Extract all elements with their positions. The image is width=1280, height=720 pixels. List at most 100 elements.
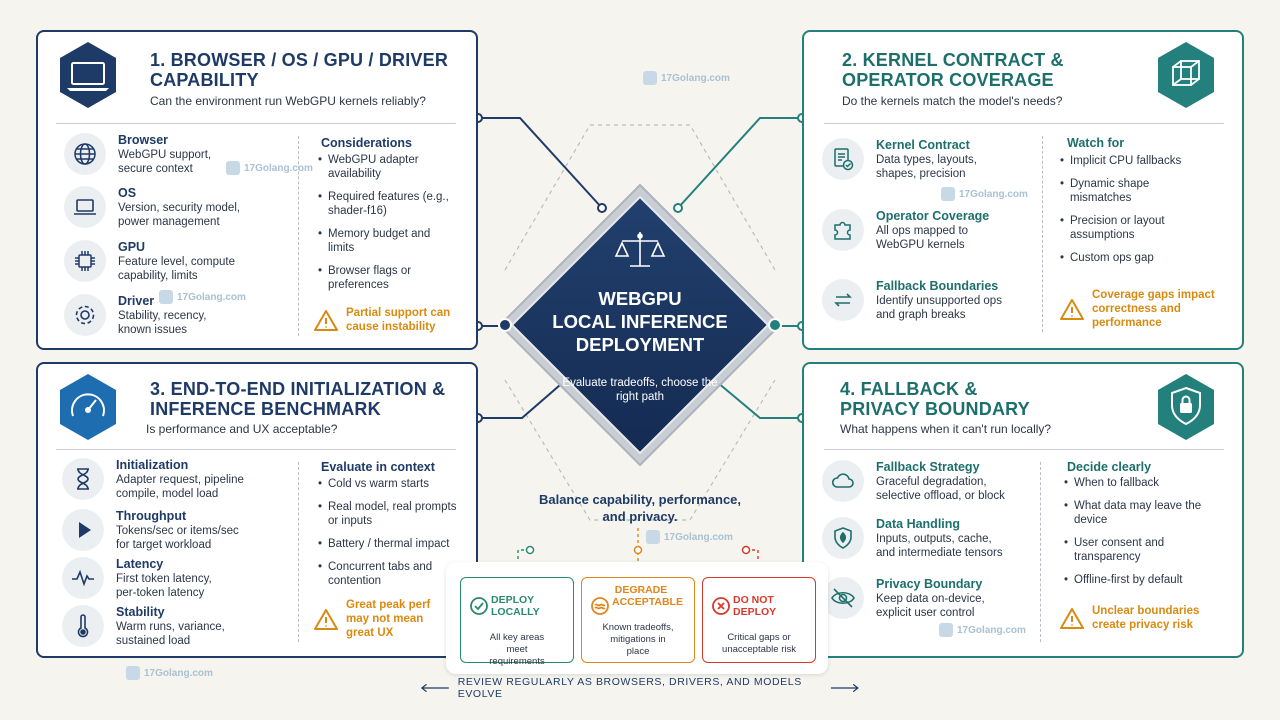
watermark-logo-icon [939,623,953,637]
list-item: Custom ops gap [1060,251,1210,265]
decision-deploy-locally: DEPLOY LOCALLY All key areas meet requir… [460,577,574,667]
list-item: Browser flags or preferences [318,264,458,292]
decide-heading: Decide clearly [1067,460,1152,474]
item-text: Data types, layouts, shapes, precision [876,154,977,180]
panel-privacy-title: 4. FALLBACK & PRIVACY BOUNDARY [840,379,1030,419]
watch-for-heading: Watch for [1067,136,1125,150]
pulse-icon [62,557,104,599]
considerations-list: WebGPU adapter availability Required fea… [318,153,458,301]
x-circle-icon [712,597,730,615]
list-item: Implicit CPU fallbacks [1060,154,1210,168]
list-item: When to fallback [1064,476,1204,490]
center-subtitle: Evaluate tradeoffs, choose the right pat… [562,377,718,403]
item-text: First token latency, per-token latency [116,573,212,599]
watermark: 17Golang.com [646,530,733,544]
arrow-right-icon [831,683,860,693]
list-item: Required features (e.g., shader-f16) [318,190,458,218]
warning-text: Coverage gaps impact correctness and per… [1092,289,1215,329]
list-item: Offline-first by default [1064,573,1204,587]
speedometer-icon [60,374,116,440]
center-title-line-1: WEBGPU [598,288,682,309]
list-item: User consent and transparency [1064,536,1204,564]
watermark-logo-icon [646,530,660,544]
item-heading: Throughput [116,509,187,523]
watermark-text: 17Golang.com [144,667,213,679]
panel-benchmark-title: 3. END-TO-END INITIALIZATION & INFERENCE… [150,379,446,419]
shield-lock-icon [1158,374,1214,440]
item-heading: Fallback Boundaries [876,279,999,293]
panel-capability: 1. BROWSER / OS / GPU / DRIVER CAPABILIT… [36,30,478,350]
wave-circle-icon [591,597,609,615]
center-title-line-2: LOCAL INFERENCE [552,311,728,332]
list-item: Concurrent tabs and contention [318,560,468,588]
item-heading: GPU [118,240,146,254]
watch-for-list: Implicit CPU fallbacks Dynamic shape mis… [1060,154,1210,274]
list-item: Dynamic shape mismatches [1060,177,1210,205]
warning-icon [314,310,338,331]
warning-text: Unclear boundaries create privacy risk [1092,605,1200,631]
list-item: What data may leave the device [1064,499,1204,527]
divider [56,449,456,450]
decision-title: DEPLOY LOCALLY [491,594,540,618]
list-item: Battery / thermal impact [318,537,468,551]
watermark: 17Golang.com [126,666,213,680]
item-text: Warm runs, variance, sustained load [116,621,225,647]
balance-caption: Balance capability, performance, and pri… [538,492,742,524]
laptop-icon [60,42,116,108]
item-text: Stability, recency, known issues [118,310,207,336]
item-heading: Operator Coverage [876,209,990,223]
watermark-text: 17Golang.com [244,162,313,174]
hourglass-icon [62,458,104,500]
decision-desc: Critical gaps or unacceptable risk [722,632,796,655]
puzzle-icon [822,209,864,251]
item-heading: Stability [116,605,165,619]
decision-degrade-acceptable: DEGRADE ACCEPTABLE Known tradeoffs, miti… [581,577,695,663]
watermark-text: 17Golang.com [959,188,1028,200]
item-text: Keep data on-device, explicit user contr… [876,593,985,619]
watermark: 17Golang.com [941,187,1028,201]
decision-desc: Known tradeoffs, mitigations in place [602,622,674,657]
warning-text: Great peak perf may not mean great UX [346,599,431,639]
item-text: WebGPU support, secure context [118,149,212,175]
decision-do-not-deploy: DO NOT DEPLOY Critical gaps or unaccepta… [702,577,816,663]
item-text: Inputs, outputs, cache, and intermediate… [876,533,1003,559]
panel-benchmark: 3. END-TO-END INITIALIZATION & INFERENCE… [36,362,478,658]
panel-benchmark-subtitle: Is performance and UX acceptable? [146,422,338,436]
thermometer-icon [62,605,104,647]
panel-privacy: 4. FALLBACK & PRIVACY BOUNDARY What happ… [802,362,1244,658]
panel-privacy-subtitle: What happens when it can't run locally? [840,422,1052,436]
warning-callout: Great peak perf may not mean great UX [314,598,436,640]
column-divider [298,462,299,642]
watermark: 17Golang.com [159,290,246,304]
column-divider [298,136,299,336]
watermark-text: 17Golang.com [957,624,1026,636]
list-item: Memory budget and limits [318,227,458,255]
item-heading: Driver [118,294,155,308]
panel-capability-title: 1. BROWSER / OS / GPU / DRIVER CAPABILIT… [150,50,449,90]
chip-icon [64,240,106,282]
cloud-icon [822,460,864,502]
watermark-logo-icon [226,161,240,175]
divider [824,449,1224,450]
watermark-text: 17Golang.com [664,531,733,543]
document-check-icon [822,138,864,180]
item-heading: Latency [116,557,164,571]
item-text: Identify unsupported ops and graph break… [876,295,1002,321]
decision-desc: All key areas meet requirements [489,632,545,667]
warning-icon [1060,299,1084,320]
check-circle-icon [470,597,488,615]
eye-slash-icon [822,577,864,619]
watermark: 17Golang.com [939,623,1026,637]
item-heading: Browser [118,133,169,147]
laptop-icon [64,186,106,228]
